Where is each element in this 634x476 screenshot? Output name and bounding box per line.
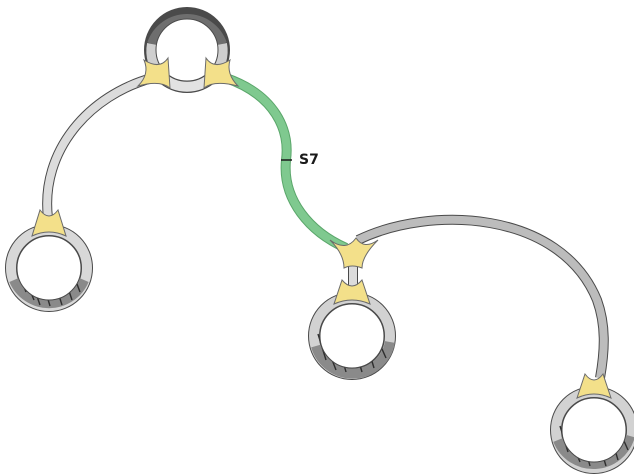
- segment-right-arc: [358, 220, 604, 378]
- right-ring[interactable]: [556, 392, 632, 468]
- segment-label-s7: S7: [299, 152, 319, 168]
- left-ring[interactable]: [11, 230, 87, 306]
- segment-left-arc: [47, 78, 152, 218]
- middle-ring[interactable]: [314, 298, 390, 374]
- junction-right-ring: [577, 374, 611, 398]
- segment-s7[interactable]: [226, 78, 346, 248]
